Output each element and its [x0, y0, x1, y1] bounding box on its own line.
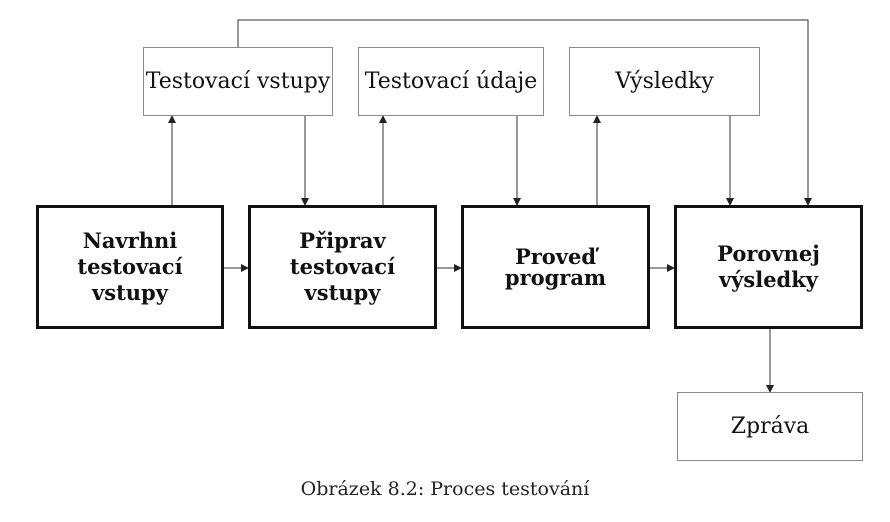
test-data-label: Testovací údaje — [364, 69, 538, 94]
prepare-inputs-step: Připrav testovací vstupy — [248, 205, 437, 329]
figure-caption: Obrázek 8.2: Proces testování — [300, 478, 590, 500]
test-inputs-box: Testovací vstupy — [143, 47, 333, 116]
compare-results-label: Porovnej výsledky — [717, 240, 820, 292]
compare-results-step: Porovnej výsledky — [674, 205, 863, 329]
test-data-box: Testovací údaje — [358, 47, 544, 116]
results-label: Výsledky — [615, 69, 714, 94]
design-inputs-label: Navrhni testovací vstupy — [77, 227, 183, 306]
report-box: Zpráva — [677, 392, 863, 461]
run-program-step: Proveď program — [461, 205, 650, 329]
results-box: Výsledky — [569, 47, 760, 116]
prepare-inputs-label: Připrav testovací vstupy — [289, 227, 396, 306]
run-program-label: Proveď program — [504, 244, 607, 290]
arrow-inputs-to-compare — [237, 19, 812, 206]
design-inputs-step: Navrhni testovací vstupy — [36, 205, 224, 329]
test-inputs-label: Testovací vstupy — [145, 69, 331, 94]
report-label: Zpráva — [730, 414, 810, 439]
